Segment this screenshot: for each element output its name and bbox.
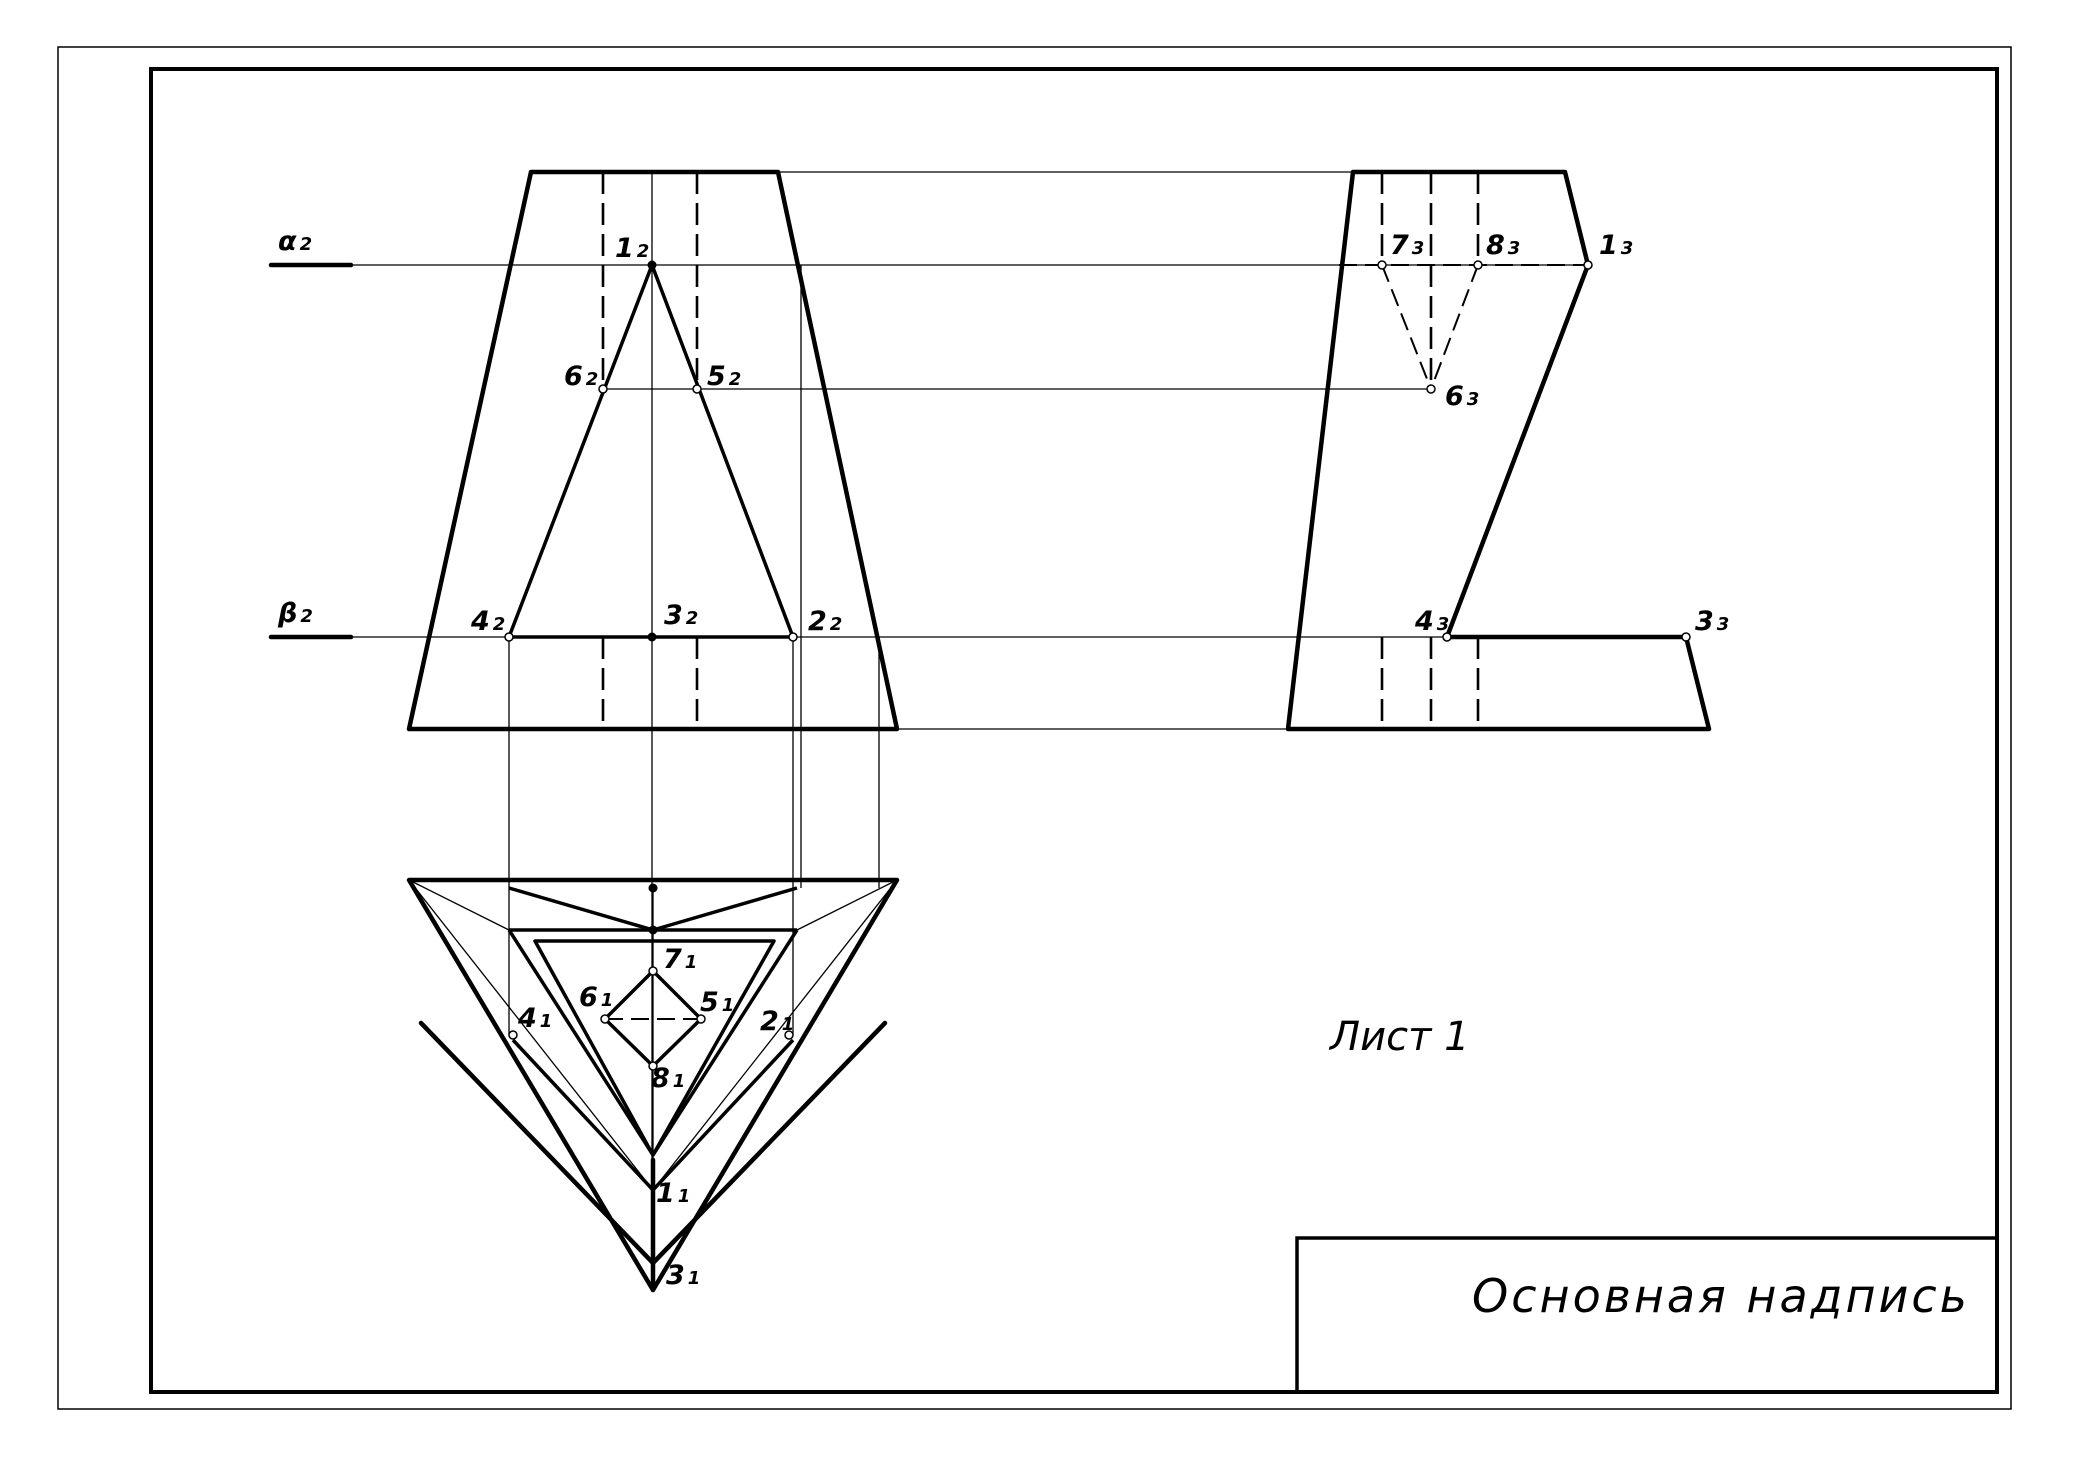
front-frustum-outline <box>406 169 900 732</box>
sheet-label: Лист 1 <box>1328 1014 1470 1060</box>
front-hole-outline <box>507 263 795 639</box>
title-block: Основная надпись <box>1295 1236 1999 1394</box>
outer-border <box>57 46 2012 1410</box>
top-view <box>406 877 900 1293</box>
side-view <box>1285 169 1712 732</box>
point-markers <box>504 260 1691 1071</box>
title-block-text: Основная надпись <box>1472 1269 1970 1323</box>
drawing-frame <box>149 67 1999 1394</box>
side-outline <box>1285 169 1712 732</box>
top-face-triangle <box>533 939 776 1157</box>
